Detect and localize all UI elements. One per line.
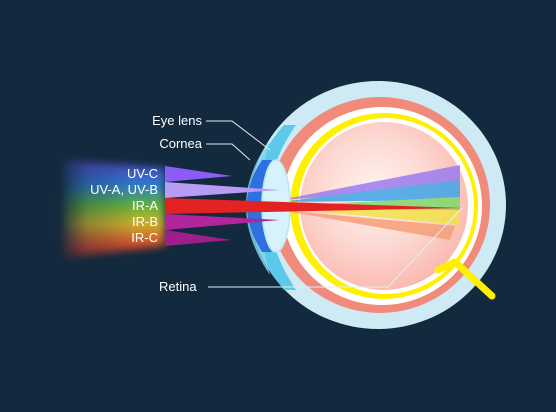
ray-label-irc: IR-C: [131, 230, 158, 245]
ray-label-uvc: UV-C: [126, 166, 158, 181]
ray-uvc: [165, 166, 232, 182]
ray-ira: [165, 198, 462, 214]
ray-label-irb: IR-B: [132, 214, 158, 229]
ray-label-ira: IR-A: [132, 198, 158, 213]
ray-label-uva-uvb: UV-A, UV-B: [90, 182, 158, 197]
light-spectrum: [55, 150, 165, 265]
ray-irc: [165, 230, 232, 246]
cornea-leader: [206, 143, 251, 161]
internal-rays: [280, 165, 460, 240]
ray-uva-uvb: [165, 182, 280, 198]
cornea-label: Cornea: [159, 136, 202, 151]
ray-irb: [165, 214, 280, 230]
optic-nerve: [451, 258, 496, 300]
retina-leader: [208, 207, 463, 288]
retina-label: Retina: [159, 279, 197, 294]
eye-lens-label: Eye lens: [152, 113, 202, 128]
eye-lens-leader: [206, 120, 271, 151]
external-rays: [165, 166, 462, 246]
